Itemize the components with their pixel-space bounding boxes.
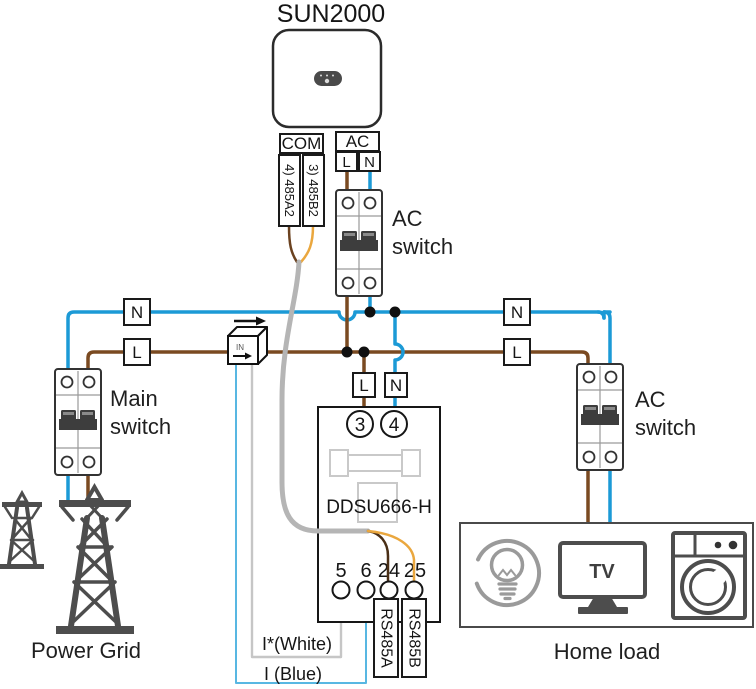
ac-switch-right-breaker [576,363,624,471]
svg-text:AC: AC [346,132,370,151]
live-bus-wire [86,350,590,525]
rs485b-wire [366,529,416,582]
ac-switch-top-breaker [335,189,383,297]
junction-dot [389,306,401,318]
ac-switch-right-label-2: switch [635,415,696,440]
rs485a-port-box: RS485A [373,598,399,678]
svg-text:L: L [512,343,521,362]
meter-input-4-circle [380,410,408,438]
washing-machine-icon [671,531,747,620]
l-label-left: L [123,338,151,366]
svg-text:3) 485B2: 3) 485B2 [306,164,321,217]
svg-text:N: N [131,303,143,322]
meter-n-box: N [384,372,408,398]
rs485a-port-label: RS485A [378,608,395,668]
main-switch-label-1: Main [110,386,158,411]
ct-white-wire [250,364,343,659]
main-switch-breaker [54,368,102,476]
junction-dot [364,306,376,318]
tv-label: TV [589,561,615,583]
com-cable [279,259,371,534]
n-label-left: N [123,298,151,326]
svg-text:4) 485A2: 4) 485A2 [282,164,297,217]
terminal-5 [331,580,351,600]
light-bulb-icon [473,539,541,607]
svg-text:N: N [364,154,375,171]
svg-text:L: L [359,376,368,395]
port-485a2-box: 4) 485A2 [278,154,301,227]
svg-text:COM: COM [282,134,322,153]
power-grid-icon: Power Grid [0,482,141,663]
ct-in-label: IN [236,343,244,352]
svg-text:N: N [511,303,523,322]
ac-switch-top-label-1: AC [392,206,423,231]
ct-blue-wire [235,364,367,684]
n-label-right: N [503,298,531,326]
port-485b2-box: 3) 485B2 [302,154,325,227]
meter-neutral-wire [393,310,405,409]
ac-l-box: L [335,151,358,172]
transmission-tower-icon [56,482,134,634]
junction-dot [341,346,353,358]
meter-display-icon [329,449,421,523]
ac-switch-right-label-1: AC [635,387,666,412]
ac-n-box: N [358,151,381,172]
ct-sensor: IN [227,316,268,365]
home-load-label: Home load [554,639,660,664]
transmission-tower-small-icon [0,489,44,569]
meter-input-3: 3 [355,415,366,436]
rs485b-port-box: RS485B [401,598,427,678]
inverter-title: SUN2000 [277,0,385,28]
terminal-6 [356,580,376,600]
current-direction-arrow-icon [234,316,266,326]
ac-switch-top-label-2: switch [392,234,453,259]
rs485a2-pigtail-wire [287,224,299,264]
terminal-25 [404,580,424,600]
main-switch-label-2: switch [110,414,171,439]
ac-port-box: AC [335,131,380,152]
rs485b2-pigtail-wire [299,224,315,264]
com-port-box: COM [279,133,324,154]
meter-input-3-circle [346,410,374,438]
terminal-5-label: 5 [335,560,346,582]
meter-input-4: 4 [389,415,400,436]
terminal-6-label: 6 [360,560,371,582]
meter-l-box: L [352,372,376,398]
rs485b-port-label: RS485B [406,608,423,668]
inverter-indicator [314,71,342,86]
ct-white-wire-label: I*(White) [262,634,332,654]
ct-arrow-icon [233,352,252,360]
neutral-home-wire [602,310,612,525]
junction-dot [358,346,370,358]
inverter-icon [271,28,383,129]
home-load-box: TV [459,522,754,628]
meter-model: DDSU666-H [326,497,432,518]
terminal-24 [379,580,399,600]
ct-blue-wire-label: I (Blue) [264,664,322,684]
svg-text:L: L [132,343,141,362]
svg-text:N: N [390,376,402,395]
tv-icon: TV [558,541,647,614]
power-grid-label: Power Grid [31,638,141,663]
svg-text:L: L [342,154,350,171]
l-label-right: L [503,338,531,366]
